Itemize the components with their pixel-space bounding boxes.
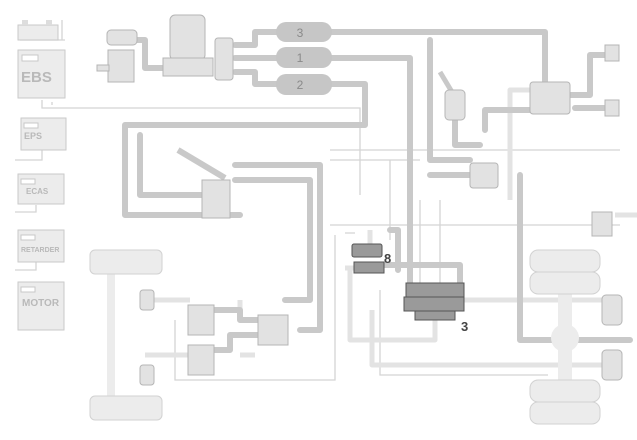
ecu-eps[interactable]: EPS bbox=[20, 117, 67, 151]
relay-valve[interactable] bbox=[469, 162, 499, 189]
pneumatic-pipes bbox=[117, 29, 633, 353]
ecu-label: ECAS bbox=[26, 187, 49, 196]
ecu-label: MOTOR bbox=[22, 298, 60, 309]
ecu-ecas[interactable]: ECAS bbox=[17, 173, 65, 205]
callout-3: 3 bbox=[461, 319, 468, 334]
ecu-label: EBS bbox=[21, 69, 52, 86]
ecu-ebs[interactable]: EBS bbox=[17, 49, 66, 99]
module-8[interactable]: 8 bbox=[351, 243, 391, 274]
ecu-label: EPS bbox=[24, 131, 42, 141]
air-dryer[interactable] bbox=[162, 14, 214, 77]
tank-3[interactable]: 3 bbox=[276, 22, 332, 42]
electric-wires bbox=[15, 20, 620, 381]
module-3[interactable]: 3 bbox=[403, 282, 468, 334]
trailer-coupling-heads[interactable] bbox=[591, 44, 620, 237]
trailer-control-valve[interactable] bbox=[529, 81, 571, 115]
svg-text:2: 2 bbox=[297, 78, 304, 92]
ecu-retarder[interactable]: RETARDER bbox=[17, 229, 65, 263]
compressor[interactable] bbox=[96, 29, 138, 83]
battery-icon bbox=[17, 20, 59, 41]
foot-brake-valve[interactable] bbox=[176, 147, 231, 219]
tank-2[interactable]: 2 bbox=[276, 74, 332, 95]
tank-1[interactable]: 1 bbox=[276, 47, 332, 68]
hand-brake-valve[interactable] bbox=[437, 70, 466, 121]
svg-text:1: 1 bbox=[297, 51, 304, 65]
rear-axle bbox=[529, 249, 623, 425]
callout-8: 8 bbox=[384, 251, 391, 266]
svg-text:3: 3 bbox=[297, 26, 304, 40]
ecu-motor[interactable]: MOTOR bbox=[17, 281, 65, 331]
four-circuit-protection-valve[interactable] bbox=[214, 37, 234, 81]
front-axle bbox=[89, 249, 289, 421]
ecu-label: RETARDER bbox=[21, 247, 59, 254]
